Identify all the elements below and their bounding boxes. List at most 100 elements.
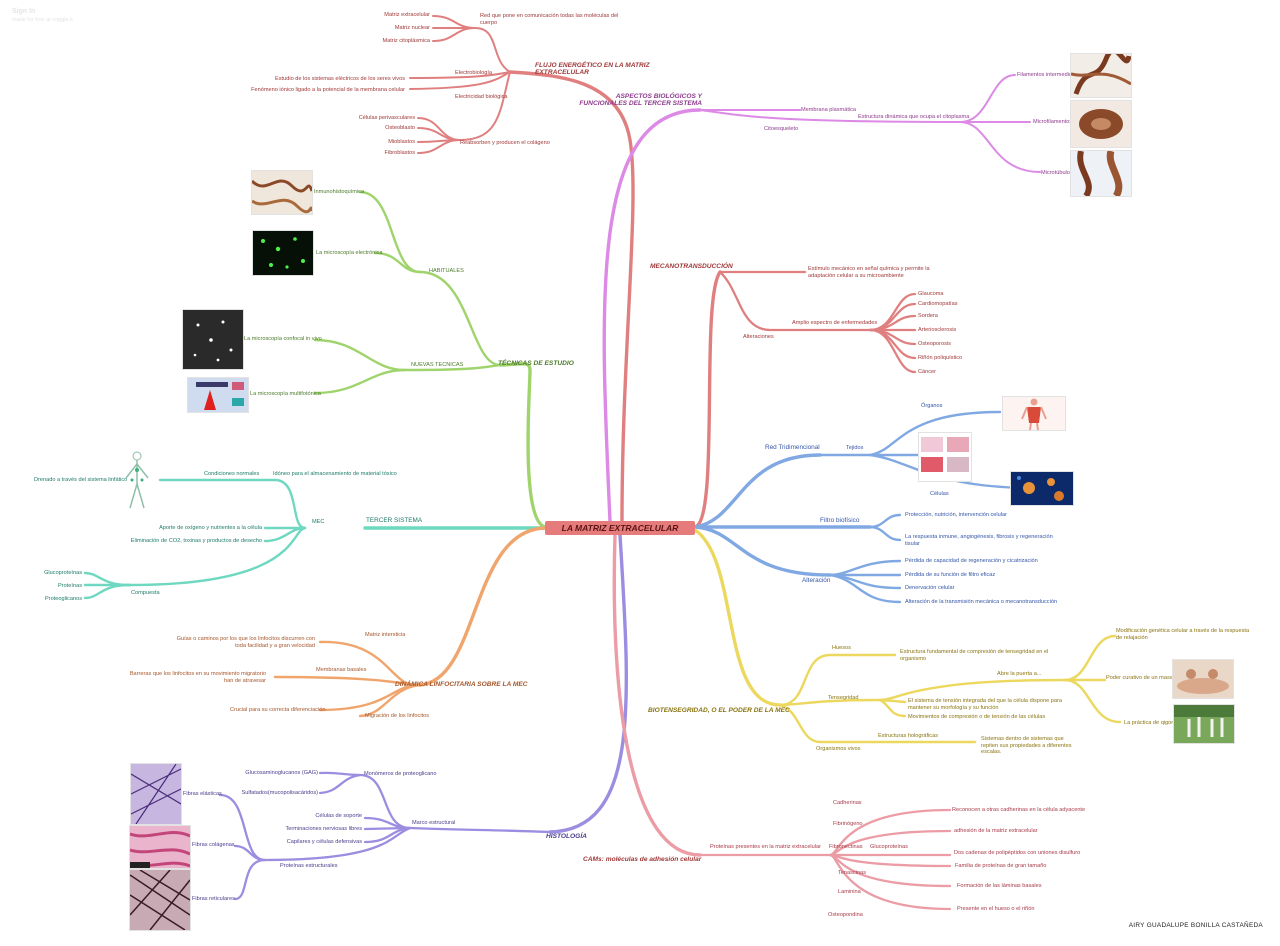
proteinas-matriz-node: Proteínas presentes en la matriz extrace… — [710, 844, 821, 850]
huesos-desc: Estructura fundamental de compresión de … — [900, 649, 1049, 662]
fibras-colagenas-image — [129, 825, 191, 869]
filamentos-micrograph-image — [1070, 53, 1132, 98]
sistemas-node: Sistemas dentro de sistemas que repiten … — [981, 736, 1072, 756]
reabsorben-node: Reabsorben y producen el colágeno — [460, 140, 550, 146]
compuesta-node: Compuesta — [131, 590, 160, 596]
disease-item: Glaucoma — [918, 291, 944, 297]
alteracion-item: Denervación celular — [905, 585, 955, 591]
cell-item: Mioblastos — [388, 139, 415, 145]
tejidos-image — [918, 432, 972, 482]
disease-item: Cáncer — [918, 369, 937, 375]
poder-node: Poder curativo de un masaje — [1106, 675, 1178, 681]
mecano-title[interactable]: MECANOTRANSDUCCIÓN — [650, 263, 733, 270]
fibras-elasticas-image — [130, 763, 182, 825]
tecnicas-title[interactable]: TÉCNICAS DE ESTUDIO — [498, 360, 574, 367]
alteracion-item: Alteración de la transmisión mecánica o … — [905, 599, 1058, 605]
drenado-node: Drenado a través del sistema linfático — [34, 477, 128, 483]
condiciones-node: Condiciones normales — [204, 471, 260, 477]
masaje-image — [1172, 659, 1234, 699]
alteraciones-node: Alteraciones — [743, 334, 774, 340]
multifotonica-node: La microscopía multifotónica — [250, 391, 321, 397]
proteinas-estructurales-node: Proteínas estructurales — [280, 863, 338, 869]
disease-item: Cardiomopatías — [918, 301, 958, 307]
microscopia-confocal-image — [182, 309, 244, 370]
componente-item: Proteoglicanos — [44, 596, 82, 602]
alteracion-item: Pérdida de capacidad de regeneración y c… — [905, 558, 1038, 564]
lymphatic-body-image — [125, 451, 149, 509]
cam-name: Cadherinas — [833, 800, 862, 806]
histologia-title[interactable]: HISTOLOGÍA — [546, 833, 587, 840]
sistema-node: El sistema de tensión integrada del que … — [908, 698, 1062, 711]
matriz-item: Matriz extracelular — [384, 12, 430, 18]
fibras-reticulares-image — [129, 869, 191, 931]
cam-desc: Presente en el hueso o el riñón — [957, 906, 1035, 912]
eliminacion-node: Eliminación de CO2, toxinas y productos … — [130, 538, 262, 544]
citoesqueleto-node: Citoesqueleto — [764, 126, 799, 132]
migracion-node: Migración de los linfocitos — [365, 713, 430, 719]
inmuno-node: Inmunohistoquímica — [314, 189, 365, 195]
qigong-node: La práctica de qigong — [1124, 720, 1178, 726]
habituales-node: HABITUALES — [429, 268, 464, 274]
app-header: Sign In made for free at coggle.it — [12, 8, 73, 23]
filamento-item: Microfilamentos — [1033, 119, 1073, 125]
proteccion-node: Protección, nutrición, intervención celu… — [905, 512, 1007, 518]
microscopia-multifotonica-image — [187, 377, 249, 413]
capilares-node: Capilares y células defensivas — [286, 839, 362, 845]
nuevas-node: NUEVAS TECNICAS — [411, 362, 464, 368]
cams-title[interactable]: CAMs: moléculas de adhesión celular — [583, 856, 702, 863]
estructura-node: Estructura dinámica que ocupa el citopla… — [858, 114, 970, 120]
organos-node: Órganos — [921, 403, 943, 409]
membranas-node: Membranas basales — [316, 667, 367, 673]
fibra-item: Fibras reticulares — [192, 896, 235, 902]
cam-desc: Dos cadenas de polipéptidos con uniones … — [954, 850, 1081, 856]
biotensegridad-title[interactable]: BIOTENSEGRIDAD, O EL PODER DE LA MEC — [648, 707, 790, 714]
qigong-image — [1173, 704, 1235, 744]
electrobiologia-desc: Estudio de los sistemas eléctricos de lo… — [275, 76, 405, 82]
fibra-item: Fibras elásticas — [183, 791, 222, 797]
tejidos-node: Tejidos — [846, 445, 864, 451]
alteracion-node[interactable]: Alteración — [802, 577, 831, 584]
flujo-red-text: Red que pone en comunicación todas las m… — [480, 13, 619, 26]
membranas-desc: Barreras que los linfocitos en su movimi… — [129, 671, 266, 684]
estimulo-node: Estímulo mecánico en señal química y per… — [808, 266, 930, 279]
flujo-title[interactable]: FLUJO ENERGÉTICO EN LA MATRIZ EXTRACELUL… — [535, 62, 650, 77]
cam-name: Fibrinógeno — [833, 821, 863, 827]
disease-item: Osteoporosis — [918, 341, 951, 347]
cam-name: Tenascinas — [838, 870, 866, 876]
holograficas-node: Estructuras holográficas — [878, 733, 939, 739]
electrobiologia-node: Electrobiología — [455, 70, 493, 76]
alteracion-item: Pérdida de su función de filtro eficaz — [905, 572, 996, 578]
aspectos-title[interactable]: ASPECTOS BIOLÓGICOS Y FUNCIONALES DEL TE… — [579, 93, 702, 108]
filtro-biofisico-node[interactable]: Filtro biofísico — [820, 517, 860, 524]
filamento-item: Filamentos intermedios — [1017, 72, 1075, 78]
electricidad-desc: Fenómeno iónico ligado a la potencial de… — [251, 87, 405, 93]
monomeros-node: Monómeros de proteoglicano — [364, 771, 437, 777]
matriz-item: Matriz nuclear — [394, 25, 430, 31]
mec-node: MEC — [312, 519, 325, 525]
celulas-image — [1010, 471, 1074, 506]
marco-node: Marco estructural — [412, 820, 456, 826]
cam-name: Fibronectinas — [829, 844, 863, 850]
filamento-item: Microtúbulos — [1041, 170, 1073, 176]
electronica-node: La microscopía electrónica — [316, 250, 383, 256]
abre-node: Abre la puerta a... — [997, 671, 1042, 677]
red-tridimencional-node[interactable]: Red Tridimencional — [765, 444, 820, 451]
cell-item: Células perivasculares — [358, 115, 415, 121]
microscopia-electronica-image — [252, 230, 314, 276]
central-topic[interactable]: LA MATRIZ EXTRACELULAR — [545, 521, 695, 535]
tercer-sistema-title[interactable]: TERCER SISTEMA — [366, 517, 423, 524]
crucial-node: Crucial para su correcta diferenciación — [230, 707, 326, 713]
componente-item: Glucoproteínas — [44, 570, 82, 576]
cam-desc: Reconocen a otras cadherinas en la célul… — [952, 807, 1086, 813]
respuesta-node: La respuesta inmune, angiogénesis, fibro… — [905, 534, 1053, 547]
cell-item: Osteoblasto — [385, 125, 415, 131]
cam-desc: Familia de proteínas de gran tamaño — [955, 863, 1047, 869]
componente-item: Proteínas — [58, 583, 82, 589]
author-credit: AIRY GUADALUPE BONILLA CASTAÑEDA — [1128, 922, 1263, 929]
dinamica-title[interactable]: DINÁMICA LINFOCITARIA SOBRE LA MEC — [395, 681, 528, 688]
cam-name: Osteopondina — [828, 912, 863, 918]
organos-body-image — [1002, 396, 1066, 431]
matriz-item: Matriz citoplásmica — [382, 38, 430, 44]
sign-in-link[interactable]: Sign In — [12, 8, 36, 15]
